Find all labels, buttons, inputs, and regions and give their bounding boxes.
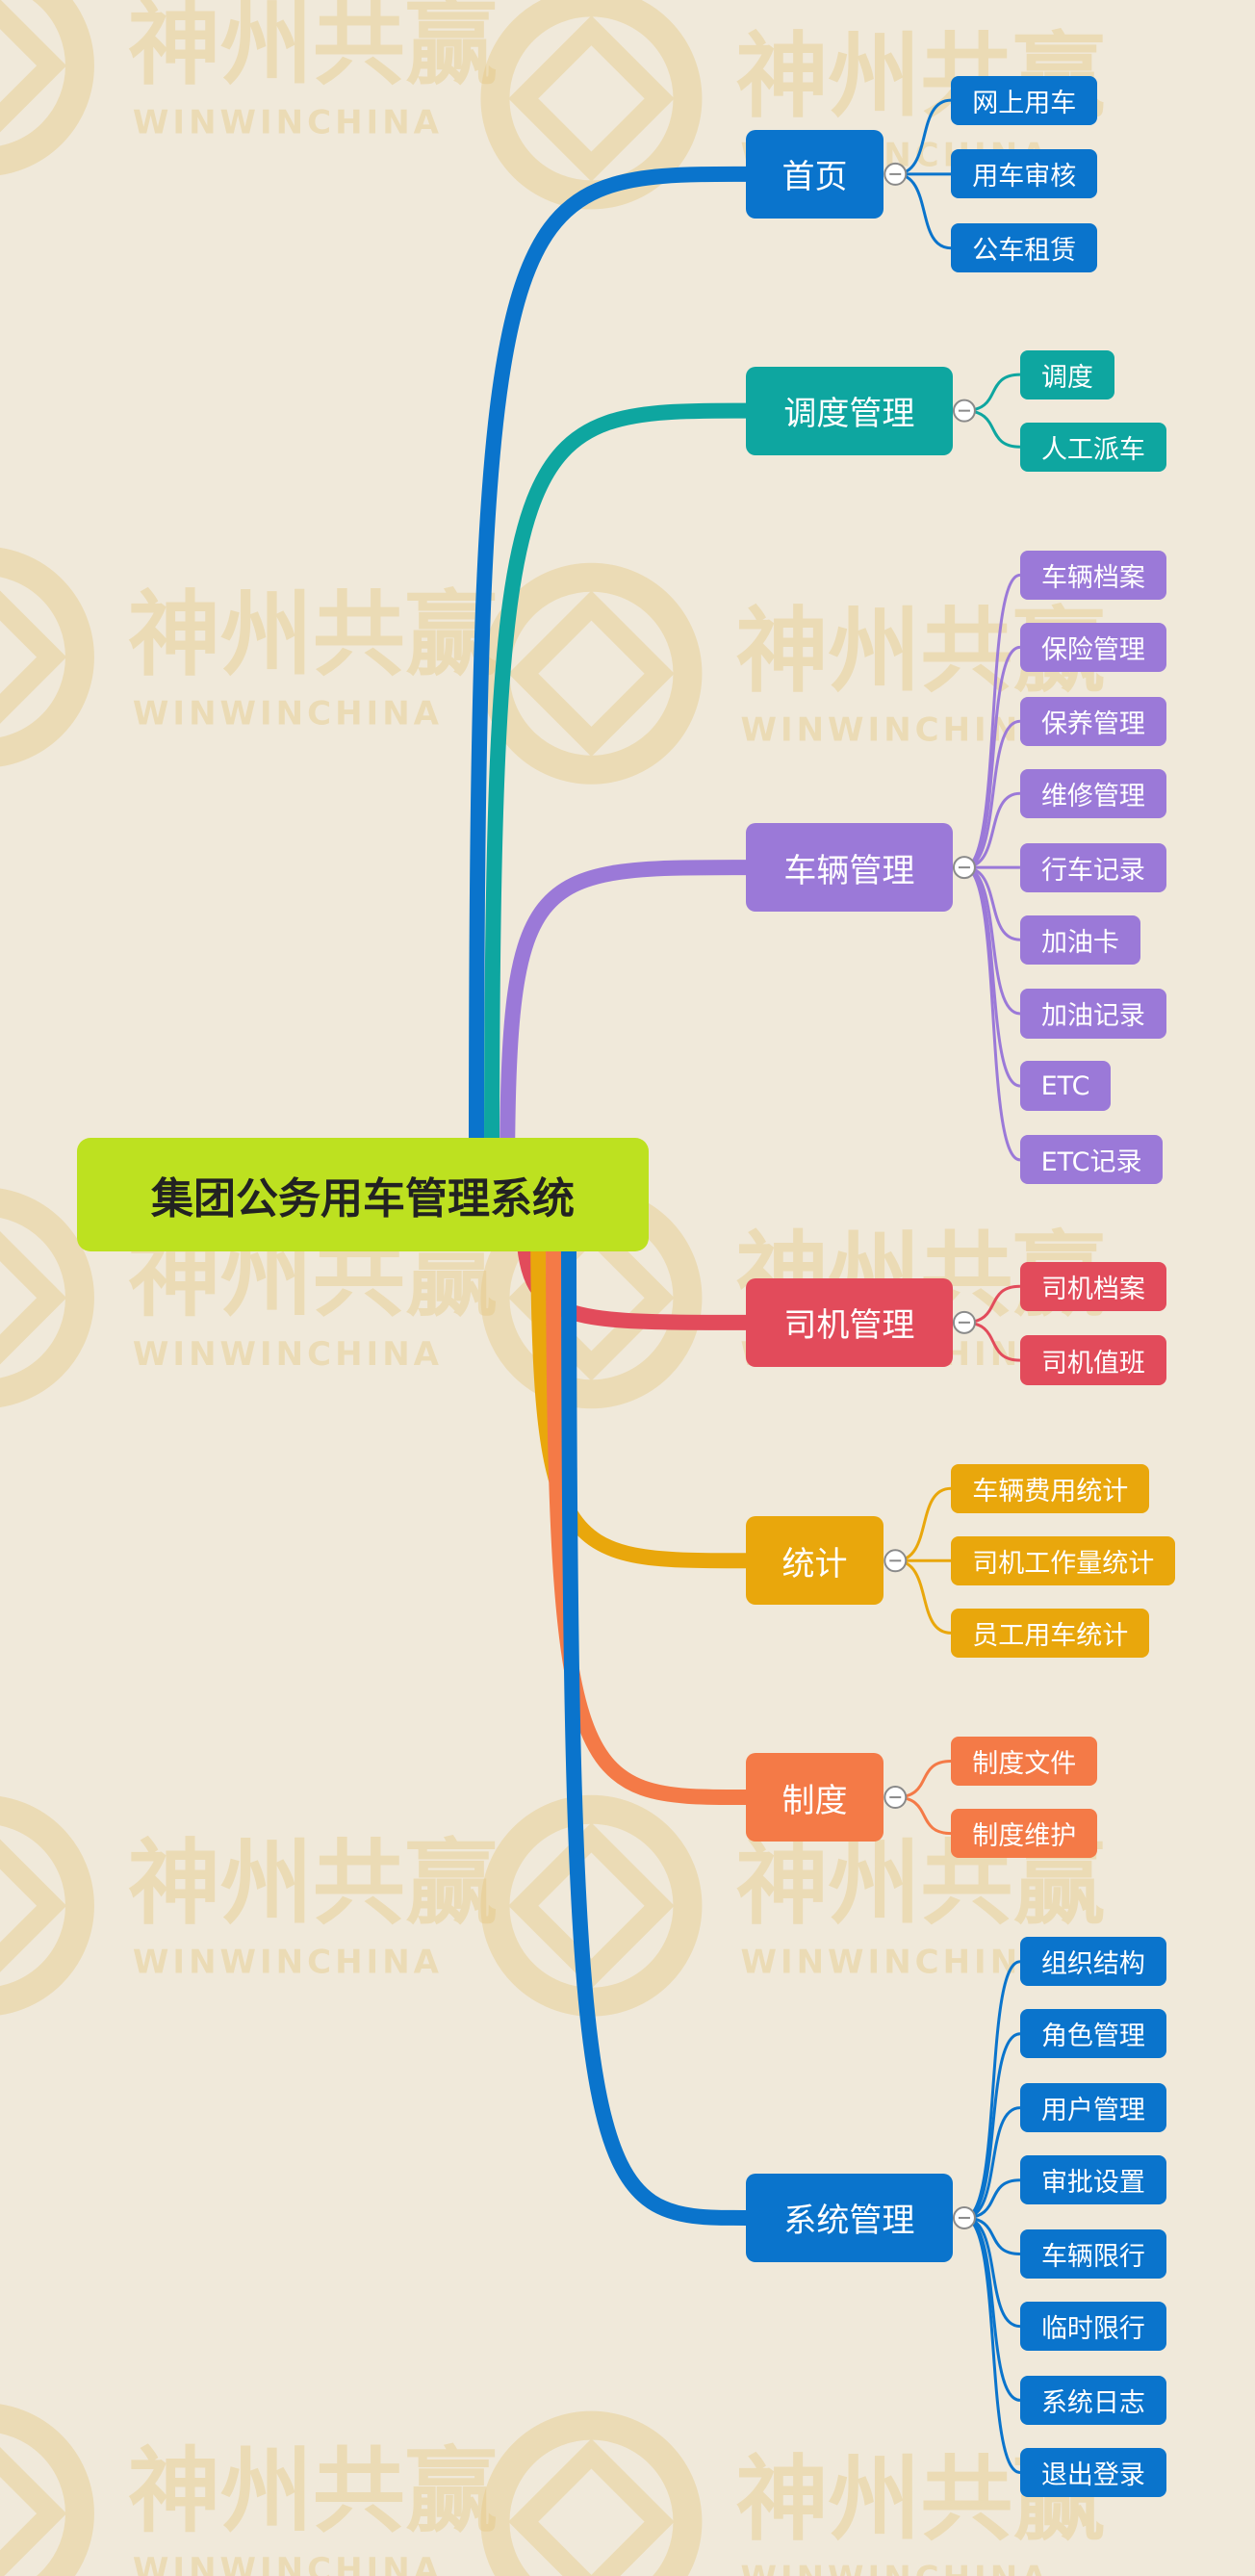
leaf-node[interactable]: 网上用车 (951, 75, 1098, 125)
leaf-node[interactable]: 加油卡 (1019, 914, 1140, 965)
leaf-connector (963, 2216, 1021, 2329)
branch-connector (545, 1187, 754, 1806)
leaf-connector (963, 2216, 1021, 2474)
branch-node[interactable]: 车辆管理 (745, 823, 953, 913)
leaf-connector (895, 98, 952, 176)
watermark-ring (0, 1188, 94, 1407)
watermark-diamond (0, 2430, 67, 2576)
leaf-connector (963, 2216, 1021, 2402)
watermark-logo: 神州共赢 WINWINCHINA (0, 547, 498, 767)
leaf-node[interactable]: 退出登录 (1019, 2447, 1166, 2498)
watermark-subtitle: WINWINCHINA (133, 1335, 443, 1374)
watermark-title: 神州共赢 (128, 0, 498, 97)
leaf-node[interactable]: 司机档案 (1019, 1261, 1166, 1311)
watermark-subtitle: WINWINCHINA (740, 2560, 1050, 2576)
branch-node[interactable]: 司机管理 (745, 1277, 953, 1367)
leaf-node[interactable]: 保养管理 (1019, 696, 1166, 746)
watermark-diamond (508, 590, 675, 757)
watermark-logo: 神州共赢 WINWINCHINA (0, 1795, 498, 2016)
leaf-node[interactable]: 人工派车 (1019, 422, 1166, 472)
leaf-node[interactable]: 角色管理 (1019, 2009, 1166, 2059)
leaf-node[interactable]: 审批设置 (1019, 2155, 1166, 2205)
watermark-logo: 神州共赢 WINWINCHINA (0, 2404, 498, 2576)
watermark-diamond (0, 574, 67, 740)
watermark-subtitle: WINWINCHINA (133, 695, 443, 734)
watermark-title: 神州共赢 (128, 1830, 498, 1938)
watermark-subtitle: WINWINCHINA (133, 1944, 443, 1982)
watermark-diamond (0, 0, 67, 149)
leaf-node[interactable]: 用户管理 (1019, 2083, 1166, 2133)
leaf-connector (963, 719, 1021, 869)
leaf-node[interactable]: 车辆档案 (1019, 550, 1166, 600)
leaf-connector (963, 645, 1021, 869)
root-node[interactable]: 集团公务用车管理系统 (77, 1138, 649, 1251)
watermark-subtitle: WINWINCHINA (740, 1944, 1050, 1982)
watermark-title: 神州共赢 (128, 581, 498, 689)
leaf-node[interactable]: 司机值班 (1019, 1335, 1166, 1385)
leaf-node[interactable]: ETC记录 (1019, 1135, 1164, 1185)
leaf-node[interactable]: 系统日志 (1019, 2375, 1166, 2425)
leaf-connector (895, 172, 952, 250)
leaf-connector (963, 2032, 1021, 2220)
branch-node[interactable]: 制度 (745, 1752, 884, 1842)
watermark-diamond (508, 1822, 675, 1989)
leaf-node[interactable]: 调度 (1019, 349, 1114, 399)
leaf-connector (963, 573, 1021, 869)
leaf-connector (895, 1486, 952, 1562)
leaf-node[interactable]: 公车租赁 (951, 223, 1098, 273)
watermark-subtitle: WINWINCHINA (133, 2551, 443, 2576)
branch-connector (483, 402, 754, 1202)
leaf-connector (963, 1960, 1021, 2220)
leaf-node[interactable]: 员工用车统计 (951, 1608, 1150, 1658)
leaf-node[interactable]: 组织结构 (1019, 1937, 1166, 1987)
leaf-connector (963, 865, 1021, 1016)
leaf-node[interactable]: 加油记录 (1019, 989, 1166, 1039)
leaf-node[interactable]: 临时限行 (1019, 2301, 1166, 2352)
leaf-node[interactable]: 行车记录 (1019, 842, 1166, 892)
watermark-logo: 神州共赢 WINWINCHINA (0, 0, 498, 175)
leaf-node[interactable]: 车辆限行 (1019, 2228, 1166, 2280)
watermark-diamond (0, 1822, 67, 1989)
leaf-node[interactable]: 用车审核 (951, 149, 1098, 199)
branch-connector (560, 1187, 754, 2226)
leaf-node[interactable]: 维修管理 (1019, 768, 1166, 818)
leaf-node[interactable]: 保险管理 (1019, 622, 1166, 672)
branch-connector (468, 166, 754, 1202)
leaf-node[interactable]: 制度文件 (951, 1736, 1098, 1787)
watermark-ring (480, 2410, 703, 2576)
watermark-diamond (508, 15, 675, 182)
leaf-connector (963, 2106, 1021, 2220)
leaf-connector (895, 1558, 952, 1635)
leaf-node[interactable]: 制度维护 (951, 1809, 1098, 1859)
watermark-title: 神州共赢 (128, 2437, 498, 2545)
branch-node[interactable]: 调度管理 (745, 366, 953, 455)
watermark-subtitle: WINWINCHINA (133, 103, 443, 142)
branch-node[interactable]: 系统管理 (745, 2173, 953, 2263)
watermark-diamond (508, 2438, 675, 2576)
branch-node[interactable]: 统计 (745, 1516, 884, 1606)
watermark-diamond (0, 1214, 67, 1381)
branch-connector (499, 860, 754, 1202)
watermark-ring (0, 0, 94, 175)
leaf-node[interactable]: 车辆费用统计 (951, 1463, 1150, 1513)
watermark-ring (0, 1795, 94, 2016)
leaf-node[interactable]: ETC (1019, 1061, 1112, 1111)
watermark-ring (0, 547, 94, 767)
watermark-ring (0, 2404, 94, 2576)
leaf-node[interactable]: 司机工作量统计 (951, 1535, 1176, 1585)
branch-node[interactable]: 首页 (745, 129, 884, 219)
leaf-connector (963, 865, 1021, 1162)
